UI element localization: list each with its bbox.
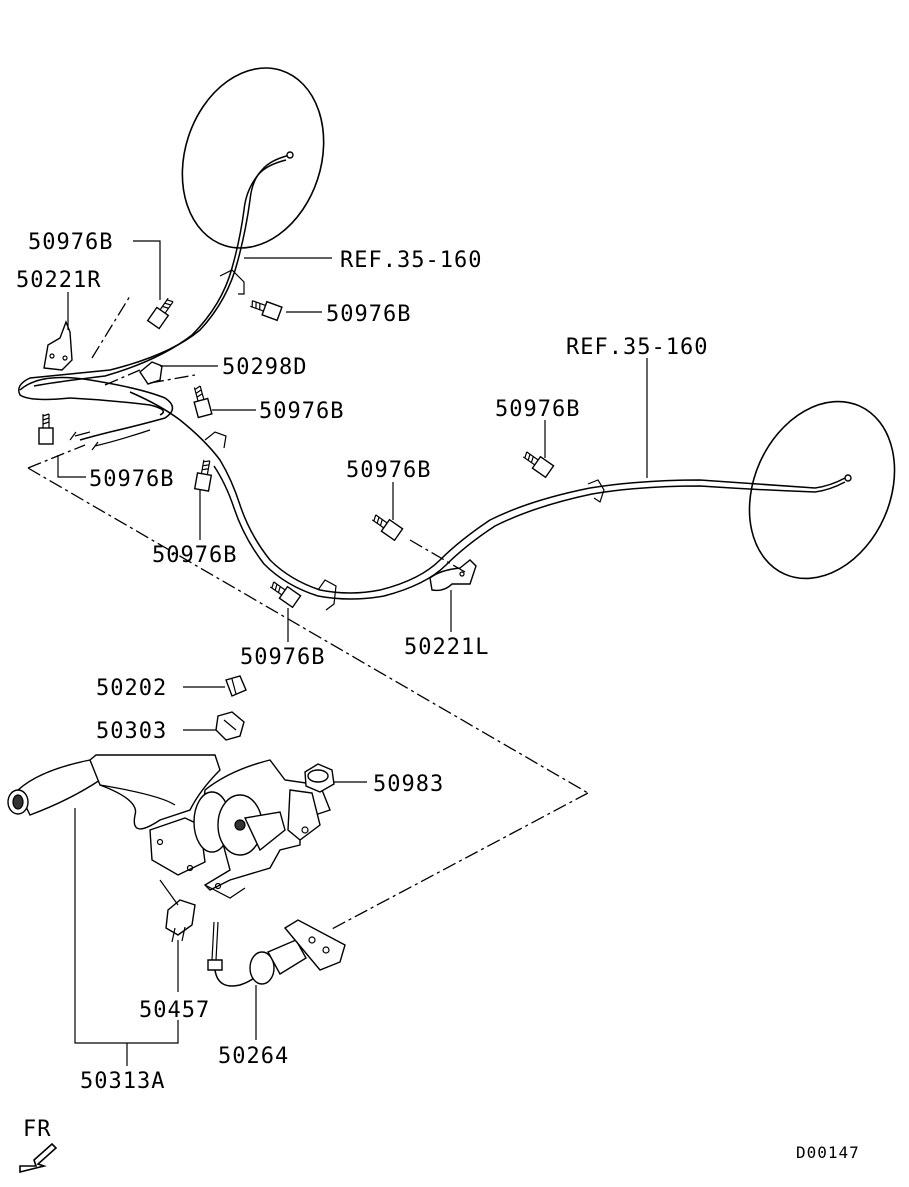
label-50976b-center: 50976B	[346, 458, 431, 483]
bolt-icon	[371, 514, 404, 542]
label-ref-left: REF.35-160	[340, 248, 482, 273]
left-rear-cable	[18, 151, 294, 401]
label-ref-right: REF.35-160	[566, 335, 708, 360]
label-50976b-bottom: 50976B	[240, 645, 325, 670]
label-50983: 50983	[373, 772, 444, 797]
label-50303: 50303	[96, 719, 167, 744]
cap-50202	[225, 675, 247, 697]
front-direction-arrow-icon	[19, 1142, 58, 1174]
leader-lines	[57, 240, 648, 1066]
label-50221l: 50221L	[404, 635, 489, 660]
nut-50983	[304, 763, 335, 793]
clip-50303	[215, 711, 245, 741]
label-50976b-top-left: 50976B	[28, 230, 113, 255]
bolt-icon	[193, 385, 213, 419]
diagram-code: D00147	[796, 1143, 860, 1162]
label-50976b-middle: 50976B	[259, 399, 344, 424]
right-rear-cable	[129, 391, 852, 611]
front-cable	[19, 376, 174, 451]
bolt-icon	[250, 300, 283, 322]
bracket-50221r	[43, 320, 73, 371]
bolt-icon-group	[38, 297, 555, 609]
label-50202: 50202	[96, 676, 167, 701]
label-50457: 50457	[139, 998, 210, 1023]
bolt-icon	[269, 581, 302, 609]
label-50976b-lower-left: 50976B	[152, 543, 237, 568]
lever-base-assembly	[149, 759, 331, 899]
part-labels: 50976B 50221R REF.35-160 50976B 50298D 5…	[16, 230, 860, 1162]
label-50976b-upper-right: 50976B	[326, 302, 411, 327]
bracket-50221l	[429, 559, 477, 592]
label-50976b-right: 50976B	[495, 397, 580, 422]
bolt-icon	[522, 451, 555, 479]
reference-lines	[27, 295, 589, 931]
label-50313a: 50313A	[80, 1069, 165, 1094]
right-brake-drum	[748, 400, 896, 580]
label-50264: 50264	[218, 1044, 289, 1069]
label-50221r: 50221R	[16, 268, 101, 293]
label-fr: FR	[23, 1117, 52, 1142]
parking-brake-lever	[7, 754, 221, 830]
label-50976b-left: 50976B	[89, 467, 174, 492]
equalizer-50264	[207, 919, 346, 987]
switch-50457	[165, 899, 196, 943]
left-brake-drum	[181, 67, 325, 249]
bolt-icon	[146, 297, 174, 330]
label-50298d: 50298D	[222, 355, 307, 380]
bolt-icon	[193, 459, 213, 492]
clip-50298d	[139, 361, 163, 385]
bolt-icon	[38, 413, 54, 445]
